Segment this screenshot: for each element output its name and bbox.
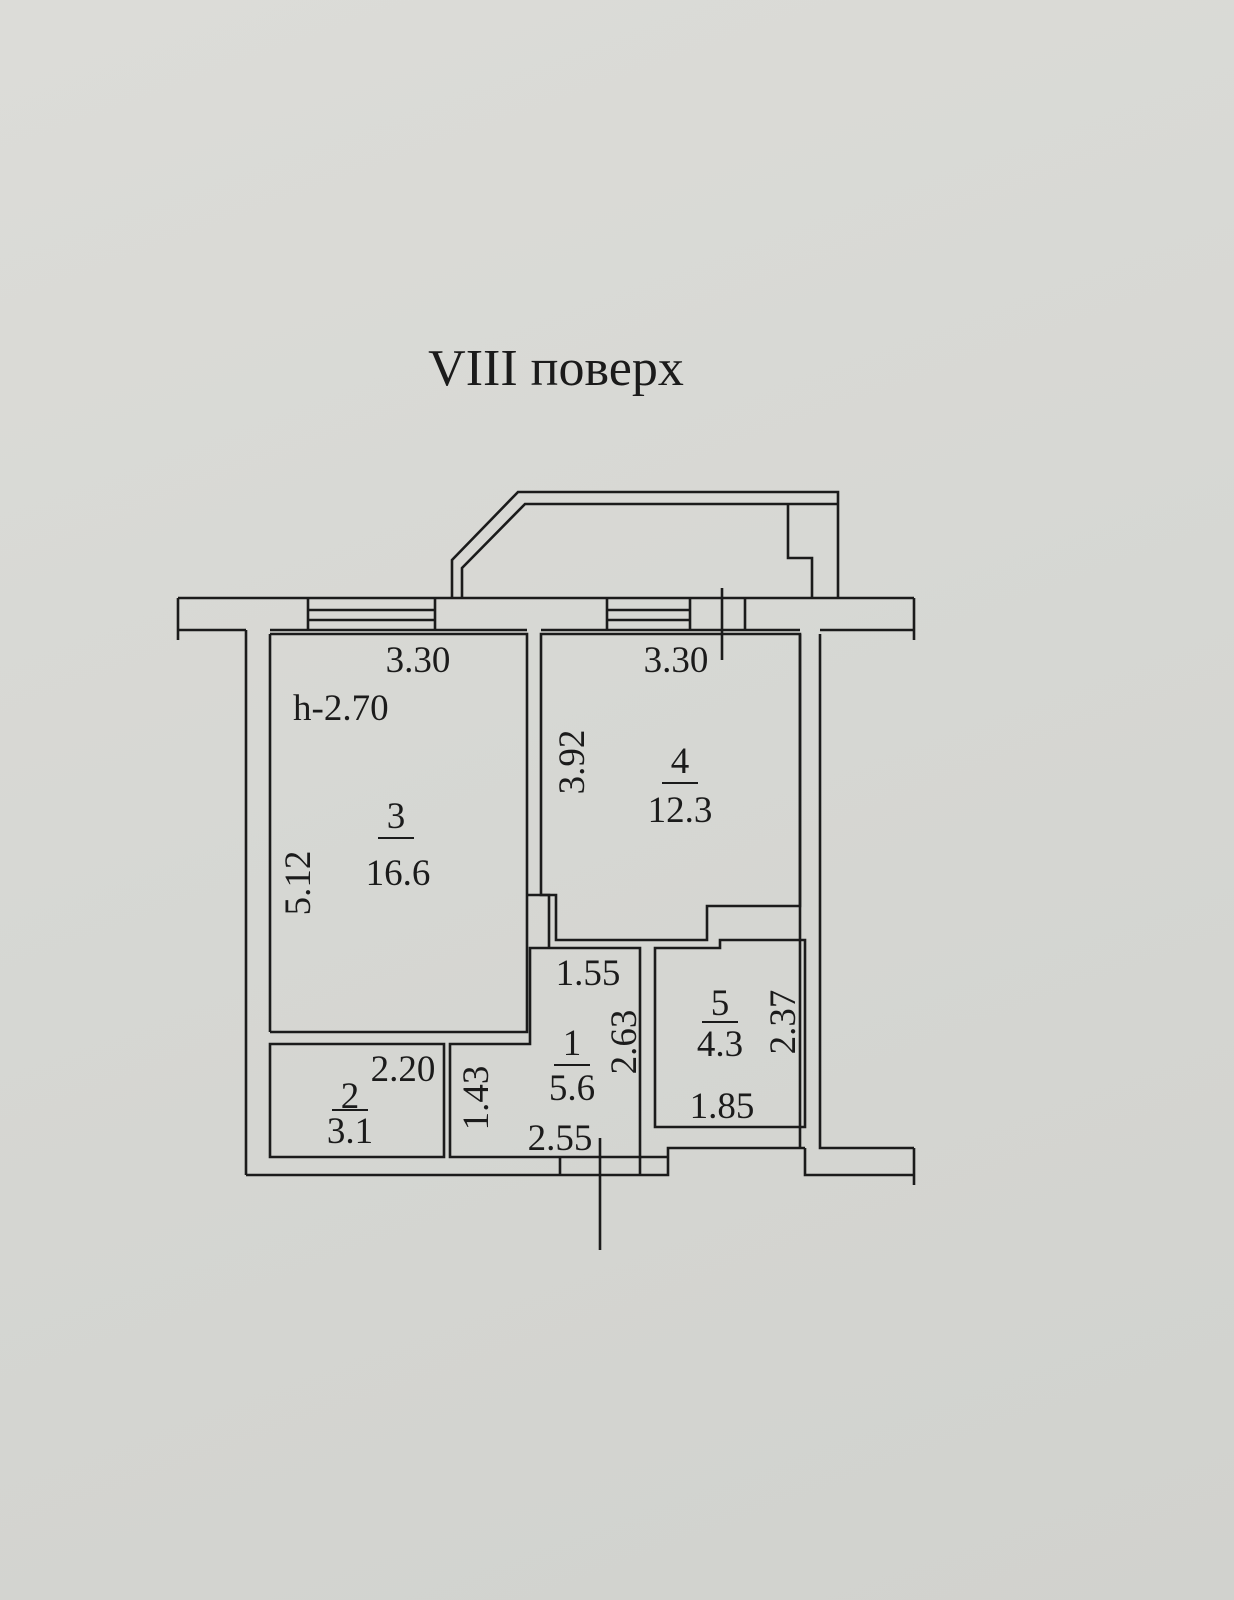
room-2-number: 2 (341, 1076, 360, 1117)
room-4-area: 12.3 (648, 790, 713, 831)
floor-title: VIII поверх (428, 340, 684, 397)
room-5-area: 4.3 (697, 1024, 743, 1065)
room-1-length: 2.63 (604, 1010, 645, 1075)
ceiling-height: h-2.70 (293, 688, 389, 729)
room-5-width: 1.85 (690, 1086, 755, 1127)
room-5-length: 2.37 (763, 990, 804, 1055)
room-4-length: 3.92 (552, 730, 593, 795)
room-1-outline (448, 946, 642, 1159)
room-1-number: 1 (563, 1023, 582, 1064)
room-3-outline (270, 632, 529, 1034)
room-2-outline (268, 1042, 446, 1159)
balcony (450, 490, 840, 598)
room-2-width: 2.20 (371, 1049, 436, 1090)
room-5-number: 5 (711, 983, 730, 1024)
room-3-area: 16.6 (366, 853, 431, 894)
window-room-4 (605, 588, 747, 660)
window-room-3 (306, 598, 437, 630)
room-4-number: 4 (671, 741, 690, 782)
room-1-bottom-width: 2.55 (528, 1118, 593, 1159)
room-2-area: 3.1 (327, 1111, 373, 1152)
room-5-outline (653, 938, 807, 1129)
room-3-width: 3.30 (386, 640, 451, 681)
room-1-width: 1.55 (556, 953, 621, 994)
room-1-side-length: 1.43 (456, 1066, 497, 1131)
walls (176, 490, 916, 1250)
room-3-length: 5.12 (278, 851, 319, 916)
room-1-area: 5.6 (549, 1068, 595, 1109)
room-4-width: 3.30 (644, 640, 709, 681)
room-3-number: 3 (387, 796, 406, 837)
